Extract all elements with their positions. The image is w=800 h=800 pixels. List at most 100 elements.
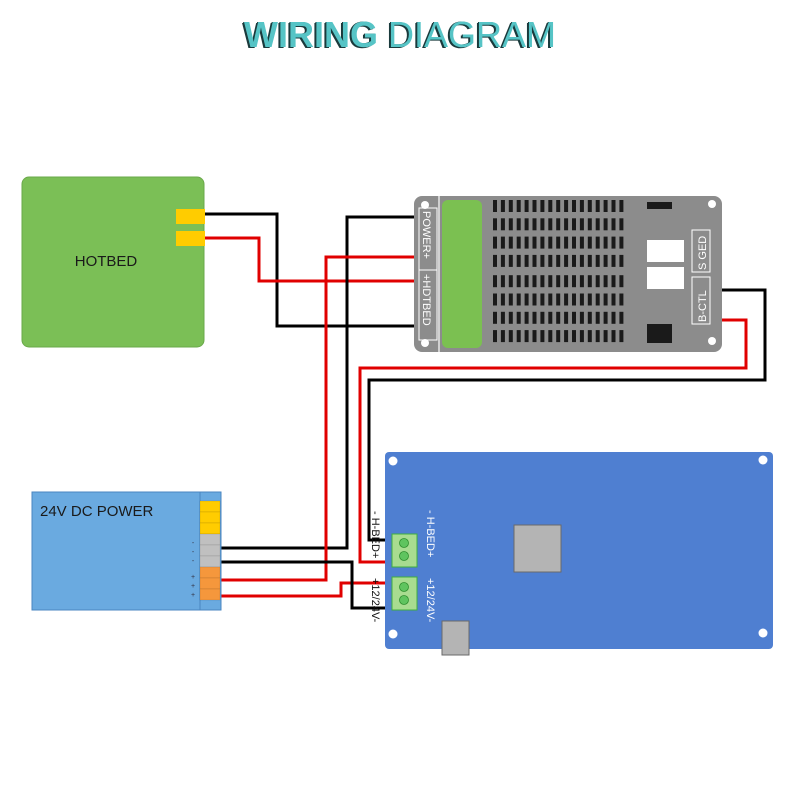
vent-slot	[611, 218, 616, 231]
psu-terminal-block	[199, 500, 221, 601]
psu-terminal	[199, 511, 221, 524]
vent-slot	[572, 330, 576, 343]
vent-slot	[500, 218, 505, 231]
vent-slot	[611, 200, 616, 212]
psu-terminal	[199, 588, 221, 601]
vent-slot	[603, 275, 608, 288]
vent-slot	[524, 200, 529, 212]
vent-slot	[579, 275, 584, 288]
hotbed-body	[21, 176, 205, 348]
vent-slot	[587, 254, 592, 267]
psu-neg-mark: -	[192, 540, 195, 547]
vent-slot	[572, 293, 576, 306]
vent-slot	[524, 254, 529, 267]
vent-slot	[493, 200, 497, 212]
mosfet-right-label-frame-bottom	[691, 276, 711, 325]
vent-slot	[595, 236, 600, 249]
mosfet-label-hotbed: +HDTBED	[420, 274, 432, 326]
vent-slot	[564, 254, 569, 267]
vent-slot	[587, 293, 592, 306]
vent-slot	[556, 254, 561, 267]
vent-slot	[579, 218, 584, 231]
vent-slot	[516, 311, 521, 324]
wire-label-hbed: - H-BED+	[369, 511, 381, 558]
vent-slot	[532, 293, 537, 306]
vent-slot	[540, 293, 545, 306]
vent-slot	[619, 200, 624, 212]
vent-slot	[603, 293, 608, 306]
vent-slot	[532, 254, 537, 267]
vent-slot	[595, 254, 600, 267]
vent-slot	[619, 330, 624, 343]
hotbed: HOTBED	[21, 176, 205, 348]
vent-slot	[611, 254, 616, 267]
mount-hole	[421, 339, 429, 347]
vent-slot	[532, 236, 537, 249]
hotbed-label: HOTBED	[75, 253, 138, 270]
vent-slot	[508, 200, 513, 212]
vent-slot	[540, 218, 545, 231]
vent-slot	[508, 218, 513, 231]
vent-slot	[548, 293, 553, 306]
mosfet-label-power: POWER+	[420, 211, 432, 259]
vent-slot	[619, 218, 624, 231]
vent-slot	[572, 254, 576, 267]
vent-slot	[611, 330, 616, 343]
vent-slot	[493, 293, 497, 306]
vent-slot	[540, 330, 545, 343]
vent-slot	[548, 218, 553, 231]
vent-slot	[556, 236, 561, 249]
vent-slot	[500, 330, 505, 343]
vent-slot	[516, 275, 521, 288]
vent-slot	[524, 236, 529, 249]
vent-slot	[587, 330, 592, 343]
vent-slot	[516, 218, 521, 231]
wires	[205, 212, 767, 610]
vent-slot	[548, 275, 553, 288]
hotbed-terminal-neg	[176, 209, 205, 224]
power-supply: 24V DC POWER - - - + + +	[31, 491, 222, 611]
vent-slot	[619, 293, 624, 306]
vent-slot	[595, 293, 600, 306]
board-label-power: +12/24V-	[424, 578, 436, 623]
vent-slot	[572, 275, 576, 288]
vent-slot	[532, 330, 537, 343]
vent-slot	[595, 275, 600, 288]
vent-slot	[603, 236, 608, 249]
psu-body	[31, 491, 222, 611]
vent-slot	[540, 254, 545, 267]
vent-slot	[603, 311, 608, 324]
wire-hotbed-pos	[205, 236, 414, 283]
vent-slot	[579, 200, 584, 212]
vent-slot	[564, 311, 569, 324]
vent-slot	[532, 275, 537, 288]
vent-slot	[493, 311, 497, 324]
vent-slot	[603, 330, 608, 343]
vent-slot	[572, 236, 576, 249]
terminal-screw	[399, 595, 409, 605]
vent-slot	[556, 330, 561, 343]
mosfet-label-ctl: B-CTL	[697, 290, 709, 322]
vent-slot	[493, 236, 497, 249]
vent-slot	[500, 293, 505, 306]
mosfet-body	[414, 196, 722, 352]
vent-slot	[548, 330, 553, 343]
mount-hole	[421, 201, 429, 209]
wire-psu-neg-mosfet	[220, 215, 414, 550]
vent-slot	[524, 218, 529, 231]
mainboard-mcu-chip	[513, 524, 562, 573]
psu-terminal	[199, 555, 221, 568]
vent-slot	[595, 311, 600, 324]
vent-slot	[493, 254, 497, 267]
vent-slot	[548, 236, 553, 249]
vent-slot	[524, 311, 529, 324]
vent-slot	[508, 275, 513, 288]
vent-slot	[579, 293, 584, 306]
vent-slot	[579, 254, 584, 267]
mount-hole	[758, 628, 768, 638]
vent-slot	[493, 330, 497, 343]
vent-slot	[500, 254, 505, 267]
vent-slot	[493, 218, 497, 231]
mount-hole	[708, 337, 716, 345]
